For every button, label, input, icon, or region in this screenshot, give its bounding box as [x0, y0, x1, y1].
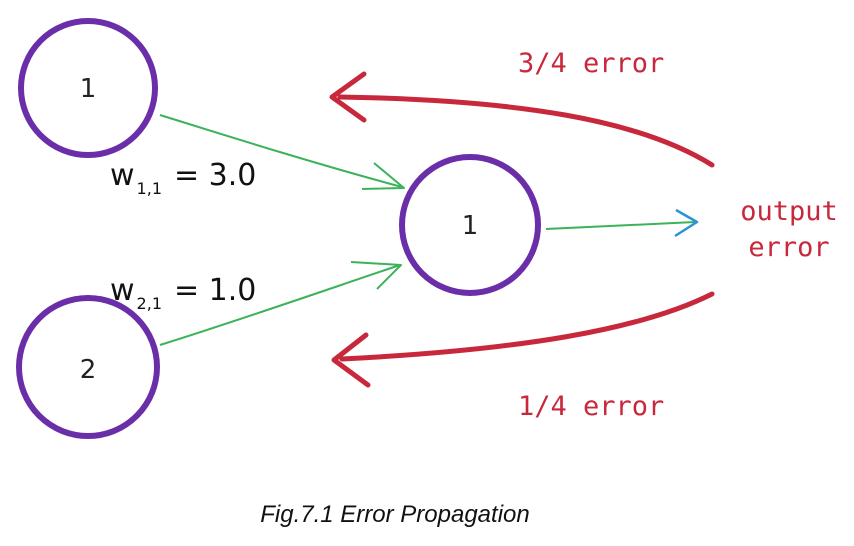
weight-value-2-1: = 1.0 — [174, 273, 256, 308]
output-error-label-line2: error — [748, 232, 829, 263]
output-edge-line — [545, 221, 696, 230]
input-node-2-circle — [16, 295, 160, 439]
edge-arrowhead-2-1 — [350, 261, 402, 290]
error-arrow-upper — [329, 71, 715, 168]
input-node-1-circle — [18, 18, 158, 158]
figure-caption: Fig.7.1 Error Propagation — [260, 501, 529, 528]
input-node-1-label: 1 — [80, 74, 97, 104]
output-edge — [545, 208, 699, 238]
output-error-label-line1: output — [740, 196, 838, 227]
input-node-2-label: 2 — [80, 355, 97, 385]
input-node-1: 1 — [18, 18, 158, 158]
weight-subscript-1-1: 1,1 — [137, 179, 162, 198]
weight-subscript-2-1: 2,1 — [137, 294, 162, 313]
output-node-circle — [399, 154, 541, 296]
weight-symbol-2-1: w — [110, 273, 135, 308]
error-arrow-upper-head — [329, 71, 367, 123]
error-split-lower-label: 1/4 error — [518, 391, 664, 422]
edge-line-1-1 — [159, 114, 403, 188]
error-arrow-lower-line — [339, 291, 715, 362]
edge-arrowhead-1-1 — [361, 162, 405, 190]
error-arrow-upper-line — [337, 94, 715, 168]
weight-edge-2-1 — [159, 261, 402, 346]
output-node-label: 1 — [462, 211, 479, 241]
error-split-upper-label: 3/4 error — [518, 48, 664, 79]
weight-symbol-1-1: w — [110, 158, 135, 193]
edge-line-2-1 — [159, 264, 401, 346]
output-edge-arrowhead — [674, 208, 699, 238]
error-arrow-lower-head — [331, 332, 371, 388]
error-arrow-lower — [331, 291, 715, 388]
output-node: 1 — [399, 154, 541, 296]
weight-edge-1-1 — [159, 114, 405, 190]
weight-value-1-1: = 3.0 — [174, 158, 256, 193]
input-node-2: 2 — [16, 295, 160, 439]
